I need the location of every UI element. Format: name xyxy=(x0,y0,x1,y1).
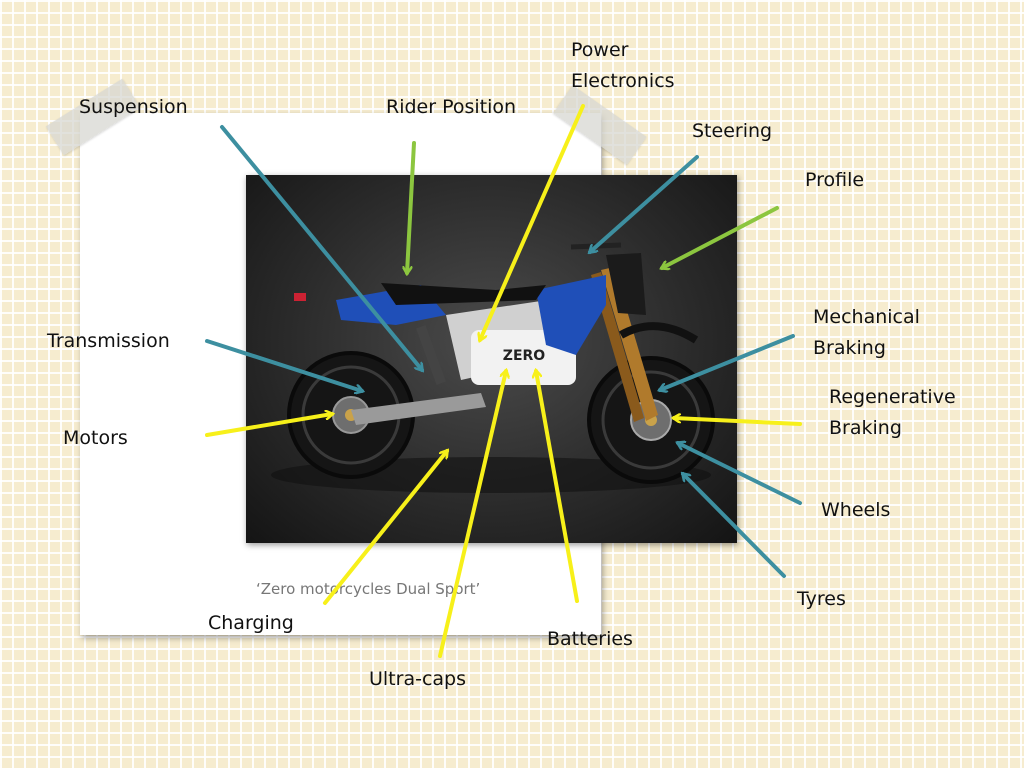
motorcycle-illustration: ZERO xyxy=(271,242,715,493)
label-ultra-caps: Ultra-caps xyxy=(369,668,466,690)
motorcycle-photo: ZERO xyxy=(246,175,737,543)
label-regenerative-braking-line2: Braking xyxy=(829,417,902,439)
label-rider-position: Rider Position xyxy=(386,96,517,118)
label-wheels: Wheels xyxy=(821,499,891,521)
label-power-electronics: Power Electronics xyxy=(571,35,675,97)
label-mechanical-braking: Mechanical Braking xyxy=(813,302,920,364)
label-steering: Steering xyxy=(692,120,773,142)
label-regenerative-braking: Regenerative Braking xyxy=(829,382,956,444)
brand-logo: ZERO xyxy=(503,348,545,364)
label-power-electronics-line2: Electronics xyxy=(571,70,675,92)
label-transmission: Transmission xyxy=(47,330,170,352)
label-regenerative-braking-line1: Regenerative xyxy=(829,386,956,408)
label-profile: Profile xyxy=(805,169,865,191)
front-wheel xyxy=(587,356,715,484)
label-batteries: Batteries xyxy=(547,628,633,650)
label-mechanical-braking-line1: Mechanical xyxy=(813,306,920,328)
label-mechanical-braking-line2: Braking xyxy=(813,337,886,359)
label-charging: Charging xyxy=(208,612,294,634)
label-motors: Motors xyxy=(63,427,128,449)
label-power-electronics-line1: Power xyxy=(571,39,629,61)
label-tyres: Tyres xyxy=(797,588,846,610)
label-suspension: Suspension xyxy=(79,96,188,118)
photo-caption: ‘Zero motorcycles Dual Sport’ xyxy=(256,580,481,598)
